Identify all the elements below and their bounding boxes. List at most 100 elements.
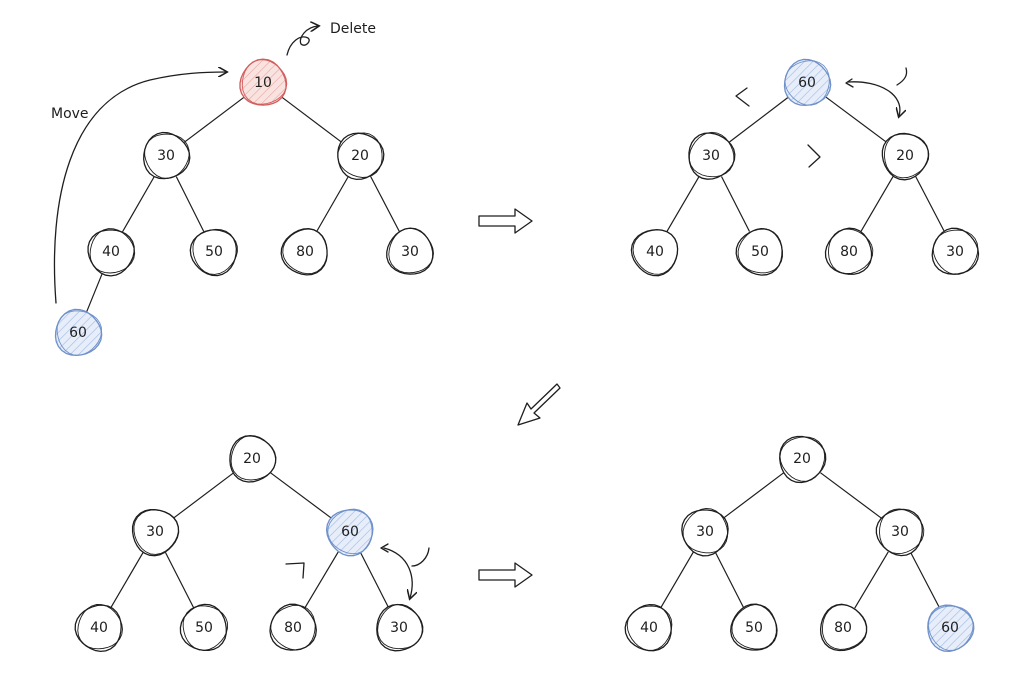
step-1-edge bbox=[281, 96, 342, 143]
step-1-edge bbox=[121, 175, 156, 233]
node-circle-sketch bbox=[828, 228, 874, 275]
step-4-node: 60 bbox=[927, 604, 975, 652]
step-1-node: 30 bbox=[386, 227, 434, 275]
step-2-edge bbox=[915, 176, 945, 232]
step-2-edge bbox=[860, 175, 894, 233]
step-2-node: 80 bbox=[824, 227, 874, 275]
node-circle-sketch bbox=[377, 604, 423, 650]
node-circle-sketch bbox=[879, 508, 925, 555]
node-label: 50 bbox=[751, 244, 769, 260]
down-left-arrow-icon bbox=[517, 383, 561, 426]
swap-arrow-tail-2 bbox=[380, 543, 389, 553]
node-label: 50 bbox=[195, 620, 213, 636]
step-4-edge bbox=[820, 472, 882, 519]
step-1-node: 30 bbox=[143, 131, 191, 180]
step-3-node: 30 bbox=[376, 603, 424, 652]
node-label: 20 bbox=[896, 148, 914, 164]
step-3-edge bbox=[359, 552, 390, 608]
step-1-node: 60 bbox=[54, 308, 103, 357]
node-label: 30 bbox=[401, 244, 419, 260]
step-2-node: 20 bbox=[881, 132, 930, 181]
node-label: 50 bbox=[205, 244, 223, 260]
step-3-edge bbox=[270, 472, 332, 519]
node-label: 80 bbox=[296, 244, 314, 260]
step-4-edge bbox=[910, 552, 940, 608]
node-label: 60 bbox=[69, 325, 87, 341]
node-label: 60 bbox=[941, 620, 959, 636]
step-1-node: 40 bbox=[87, 228, 136, 277]
node-circle bbox=[931, 227, 980, 275]
node-label: 80 bbox=[284, 620, 302, 636]
step-2-edge bbox=[825, 96, 887, 143]
node-circle-sketch bbox=[282, 228, 328, 275]
node-circle bbox=[337, 132, 385, 181]
step-3-node: 20 bbox=[229, 435, 277, 483]
node-circle bbox=[386, 227, 434, 275]
node-circle bbox=[824, 227, 873, 275]
node-circle bbox=[881, 133, 930, 181]
node-circle-sketch bbox=[884, 132, 930, 179]
less-than-icon bbox=[735, 87, 750, 107]
node-circle bbox=[681, 509, 729, 557]
node-circle-sketch bbox=[192, 229, 238, 275]
node-label: 30 bbox=[696, 524, 714, 540]
step-3-edge bbox=[173, 472, 234, 519]
node-circle-sketch bbox=[89, 228, 136, 274]
step-1-edge bbox=[175, 176, 205, 232]
greater-than-icon bbox=[807, 144, 821, 168]
node-label: 30 bbox=[390, 620, 408, 636]
node-circle-sketch bbox=[688, 131, 735, 178]
node-circle-sketch bbox=[337, 132, 383, 178]
step-2-node: 50 bbox=[735, 227, 783, 276]
step-3-node: 60 bbox=[325, 508, 374, 557]
step-2-edge bbox=[720, 176, 751, 232]
step-4-edge bbox=[714, 552, 745, 608]
node-label: 10 bbox=[254, 75, 272, 91]
step-4-edge bbox=[660, 551, 694, 609]
step-3-node: 50 bbox=[179, 603, 229, 652]
step-2-edge bbox=[666, 175, 700, 233]
check-mark-icon bbox=[896, 67, 908, 86]
node-label: 20 bbox=[243, 451, 261, 467]
step-2-node: 30 bbox=[688, 131, 736, 180]
step-3-edge bbox=[304, 551, 339, 609]
node-label: 30 bbox=[946, 244, 964, 260]
node-label: 40 bbox=[90, 620, 108, 636]
node-circle-sketch bbox=[388, 228, 434, 274]
step-1-edge bbox=[315, 175, 350, 233]
corner-mark-icon bbox=[285, 562, 305, 579]
node-circle-sketch bbox=[56, 310, 103, 356]
node-label: 60 bbox=[798, 75, 816, 91]
node-circle-sketch bbox=[731, 604, 777, 650]
node-circle bbox=[269, 603, 317, 651]
next-step-arrow-icon bbox=[478, 208, 533, 234]
node-circle-sketch bbox=[927, 605, 974, 651]
step-4-node: 40 bbox=[624, 603, 673, 652]
swap-arrow-icon-2 bbox=[383, 547, 412, 598]
step-4-node: 30 bbox=[681, 507, 729, 557]
node-circle-sketch bbox=[779, 436, 826, 482]
step-3-node: 80 bbox=[269, 603, 317, 651]
node-circle-sketch bbox=[144, 133, 190, 179]
node-circle-sketch bbox=[626, 605, 673, 651]
annotations: Delete Move bbox=[51, 21, 908, 598]
node-circle-sketch bbox=[77, 604, 123, 650]
step-2-node: 60 bbox=[783, 58, 832, 107]
swap-arrow-icon bbox=[847, 81, 900, 116]
step-1-node: 20 bbox=[337, 132, 385, 181]
node-label: 40 bbox=[640, 620, 658, 636]
step-4-edge bbox=[854, 551, 889, 609]
node-label: 80 bbox=[840, 244, 858, 260]
move-arrow-icon bbox=[53, 72, 226, 304]
node-circle bbox=[819, 603, 868, 652]
step-4-node: 30 bbox=[875, 508, 925, 557]
node-circle-sketch bbox=[327, 508, 373, 555]
node-circle-sketch bbox=[784, 60, 830, 106]
step-3-edge bbox=[164, 552, 195, 608]
node-circle bbox=[280, 228, 328, 276]
node-circle bbox=[730, 603, 778, 651]
tree-edges bbox=[86, 96, 945, 609]
node-circle-sketch bbox=[270, 604, 316, 651]
step-1-node: 10 bbox=[239, 58, 288, 106]
